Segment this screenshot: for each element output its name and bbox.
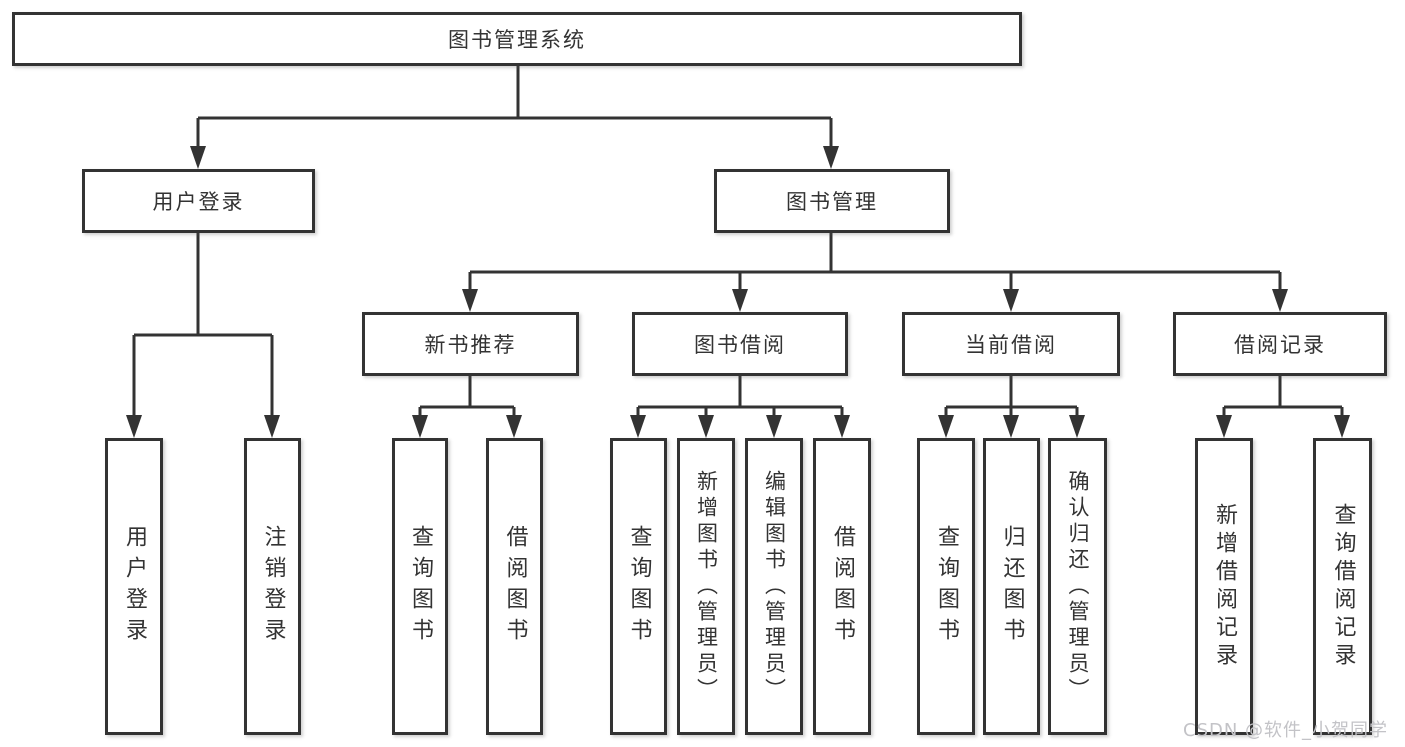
edge-borrowrecords-to-leaves <box>1222 376 1344 419</box>
edge-userlogin-to-leaves <box>132 233 274 419</box>
edge-root-to-level2 <box>196 66 833 150</box>
node-book-borrow: 图书借阅 <box>632 312 848 376</box>
node-new-book-rec-label: 新书推荐 <box>424 333 517 357</box>
arrowhead-down-icon <box>732 289 748 312</box>
arrowhead-down-icon <box>938 415 954 438</box>
arrowhead-down-icon <box>1069 415 1085 438</box>
connector-lines <box>132 66 1344 419</box>
leaf-add-record: 新增借阅记录 <box>1195 438 1253 735</box>
arrowhead-down-icon <box>766 415 782 438</box>
arrowhead-down-icon <box>630 415 646 438</box>
leaf-add-book-label: 新增图书（管理员） <box>694 469 719 704</box>
arrowhead-down-icon <box>462 289 478 312</box>
leaf-edit-book-label: 编辑图书（管理员） <box>762 469 787 704</box>
leaf-add-record-label: 新增借阅记录 <box>1212 502 1237 671</box>
arrowhead-down-icon <box>506 415 522 438</box>
leaf-confirm-return: 确认归还（管理员） <box>1048 438 1107 735</box>
leaf-return-book: 归还图书 <box>983 438 1040 735</box>
arrowhead-down-icon <box>1272 289 1288 312</box>
node-borrow-records: 借阅记录 <box>1173 312 1387 376</box>
edge-currentborrow-to-leaves <box>944 376 1079 419</box>
arrowhead-down-icon <box>126 415 142 438</box>
leaf-query-record: 查询借阅记录 <box>1313 438 1372 735</box>
leaf-borrow-book-2-label: 借阅图书 <box>830 524 855 649</box>
leaf-logout: 注销登录 <box>244 438 301 735</box>
edge-bookmgmt-to-level3 <box>468 233 1282 293</box>
arrowhead-down-icon <box>1003 289 1019 312</box>
node-book-borrow-label: 图书借阅 <box>694 333 786 357</box>
node-root: 图书管理系统 <box>12 12 1022 66</box>
node-borrow-records-label: 借阅记录 <box>1234 333 1326 357</box>
arrowheads <box>126 146 1350 438</box>
node-current-borrow: 当前借阅 <box>902 312 1120 376</box>
leaf-query-book-2-label: 查询图书 <box>626 524 652 649</box>
leaf-add-book: 新增图书（管理员） <box>677 438 735 735</box>
arrowhead-down-icon <box>823 146 839 169</box>
leaf-query-record-label: 查询借阅记录 <box>1330 502 1356 671</box>
arrowhead-down-icon <box>1003 415 1019 438</box>
leaf-edit-book: 编辑图书（管理员） <box>745 438 803 735</box>
arrowhead-down-icon <box>412 415 428 438</box>
leaf-confirm-return-label: 确认归还（管理员） <box>1066 469 1090 704</box>
node-book-mgmt-label: 图书管理 <box>786 190 878 214</box>
csdn-watermark: CSDN @软件_小贺同学 <box>1183 720 1389 741</box>
arrowhead-down-icon <box>1216 415 1232 438</box>
leaf-borrow-book-1: 借阅图书 <box>486 438 543 735</box>
node-user-login-label: 用户登录 <box>152 190 245 214</box>
leaf-user-login: 用户登录 <box>105 438 163 735</box>
leaf-logout-label: 注销登录 <box>260 524 286 649</box>
node-new-book-rec: 新书推荐 <box>362 312 579 376</box>
arrowhead-down-icon <box>264 415 280 438</box>
arrowhead-down-icon <box>190 146 206 169</box>
arrowhead-down-icon <box>1334 415 1350 438</box>
arrowhead-down-icon <box>698 415 714 438</box>
leaf-query-book-1-label: 查询图书 <box>408 524 433 649</box>
node-book-mgmt: 图书管理 <box>714 169 950 233</box>
leaf-query-book-2: 查询图书 <box>610 438 667 735</box>
leaf-borrow-book-2: 借阅图书 <box>813 438 871 735</box>
leaf-borrow-book-1-label: 借阅图书 <box>502 524 528 649</box>
edge-bookborrow-to-leaves <box>636 376 844 419</box>
node-user-login: 用户登录 <box>82 169 315 233</box>
arrowhead-down-icon <box>834 415 850 438</box>
leaf-query-book-3-label: 查询图书 <box>934 524 959 649</box>
leaf-query-book-3: 查询图书 <box>917 438 975 735</box>
node-root-label: 图书管理系统 <box>448 28 586 52</box>
leaf-return-book-label: 归还图书 <box>999 524 1025 649</box>
node-current-borrow-label: 当前借阅 <box>965 333 1057 357</box>
edge-newbookrec-to-leaves <box>418 376 516 419</box>
leaf-query-book-1: 查询图书 <box>392 438 448 735</box>
leaf-user-login-label: 用户登录 <box>122 524 147 649</box>
